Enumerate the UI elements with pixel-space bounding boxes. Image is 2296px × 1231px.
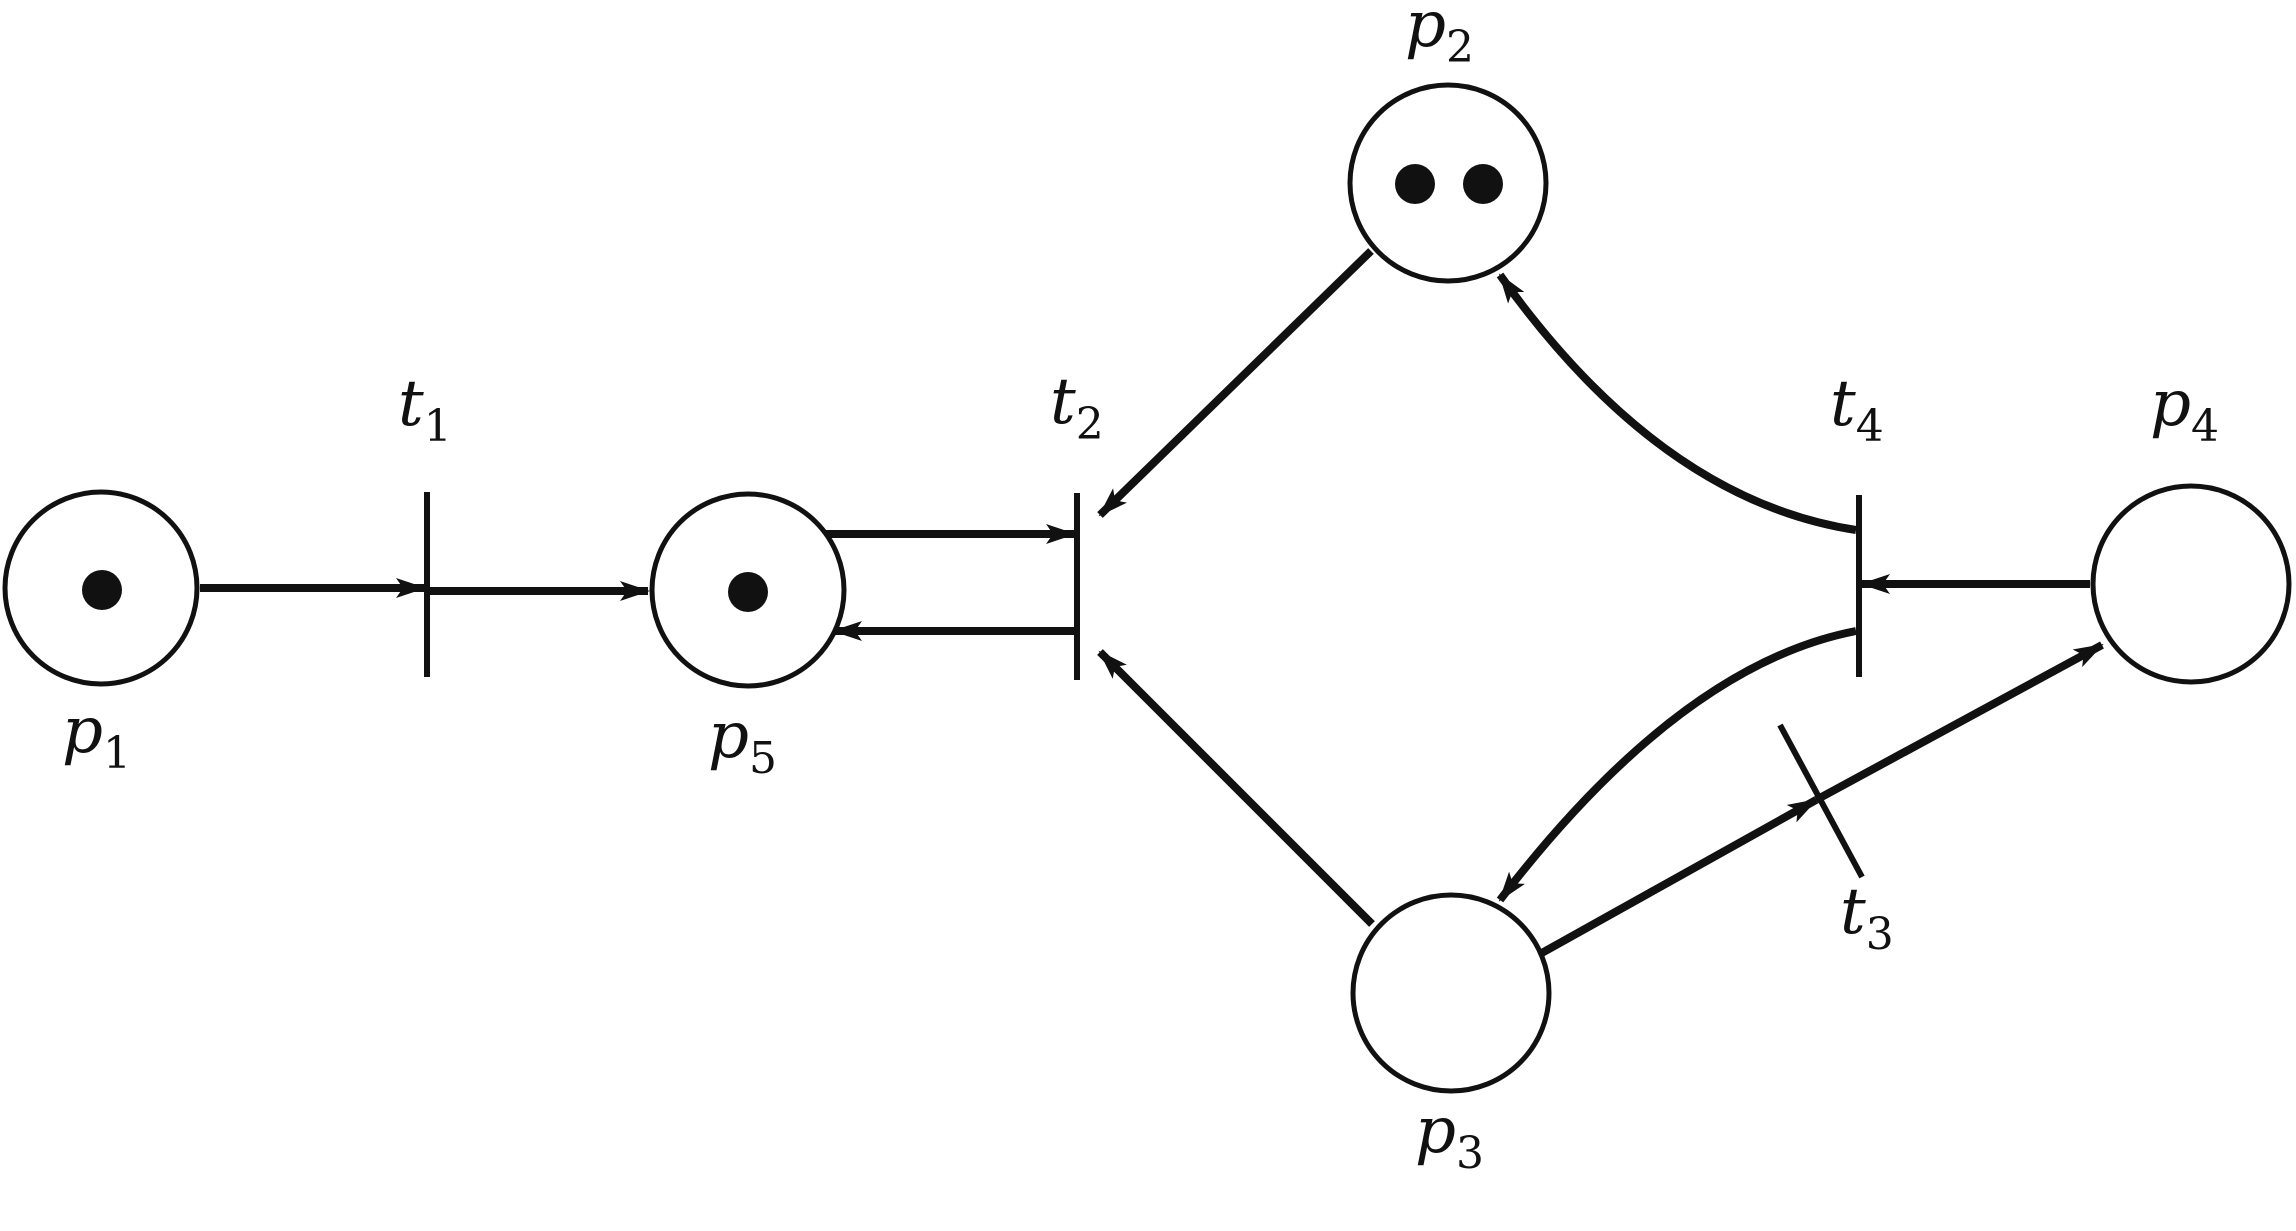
arc-p3-t3 <box>1538 796 1818 958</box>
transitions <box>424 492 1865 879</box>
label-p3: p3 <box>1415 1094 1484 1179</box>
transition-t3 <box>1777 723 1865 879</box>
label-p5: p5 <box>708 699 777 784</box>
label-p2: p2 <box>1405 0 1474 73</box>
label-t1: t1 <box>398 367 452 452</box>
place-p2 <box>1347 82 1549 284</box>
arc-t4-p3 <box>1496 627 1857 903</box>
token <box>82 570 122 610</box>
places <box>2 82 2292 1094</box>
place-p1 <box>2 489 200 687</box>
place-p5 <box>649 491 847 689</box>
token <box>1395 164 1435 204</box>
arc-t4-p2 <box>1496 272 1857 534</box>
arc-p2-t2 <box>1097 248 1374 518</box>
place-p3 <box>1350 892 1552 1094</box>
label-p1: p1 <box>62 694 131 779</box>
arcs <box>200 248 2104 958</box>
label-t4: t4 <box>1830 367 1884 452</box>
arc-p3-t2 <box>1097 649 1375 927</box>
label-t2: t2 <box>1050 365 1104 450</box>
labels: p1 p5 p2 p3 p4 t1 t2 t3 t4 <box>62 0 2219 1179</box>
label-t3: t3 <box>1840 875 1894 960</box>
token <box>1463 164 1503 204</box>
token <box>728 572 768 612</box>
label-p4: p4 <box>2150 367 2219 452</box>
arc-t3-p4 <box>1814 641 2104 804</box>
place-p4 <box>2090 483 2292 685</box>
